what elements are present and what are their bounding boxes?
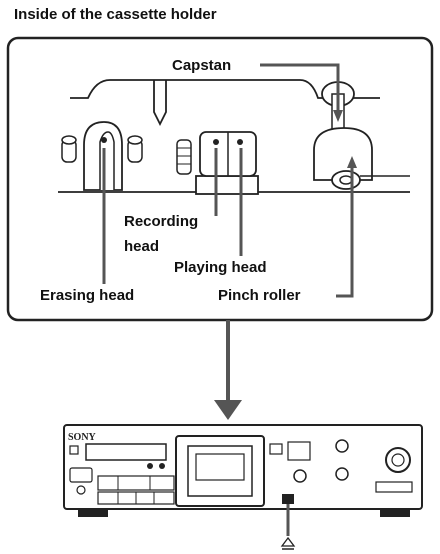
erasing-head-drawing: [61, 121, 143, 191]
holder-frame: [6, 36, 434, 322]
cassette-deck-drawing: [63, 424, 423, 517]
guide-pin: [153, 80, 167, 127]
capstan-leader: [260, 63, 340, 112]
page-title: Inside of the cassette holder: [14, 6, 217, 23]
cassette-top-line: [70, 79, 380, 99]
label-recording-head-line2: head: [124, 238, 160, 255]
label-playing-head: Playing head: [174, 259, 267, 276]
eject-icon: [280, 536, 296, 547]
label-pinch-roller: Pinch roller: [218, 287, 301, 304]
pinch-roller-leader: [336, 164, 354, 298]
deck-brand: SONY: [68, 432, 97, 443]
label-capstan: Capstan: [172, 57, 232, 74]
label-recording-head-line1: Recording: [124, 213, 199, 230]
down-arrow-head: [214, 400, 242, 420]
label-erasing-head: Erasing head: [40, 287, 135, 304]
